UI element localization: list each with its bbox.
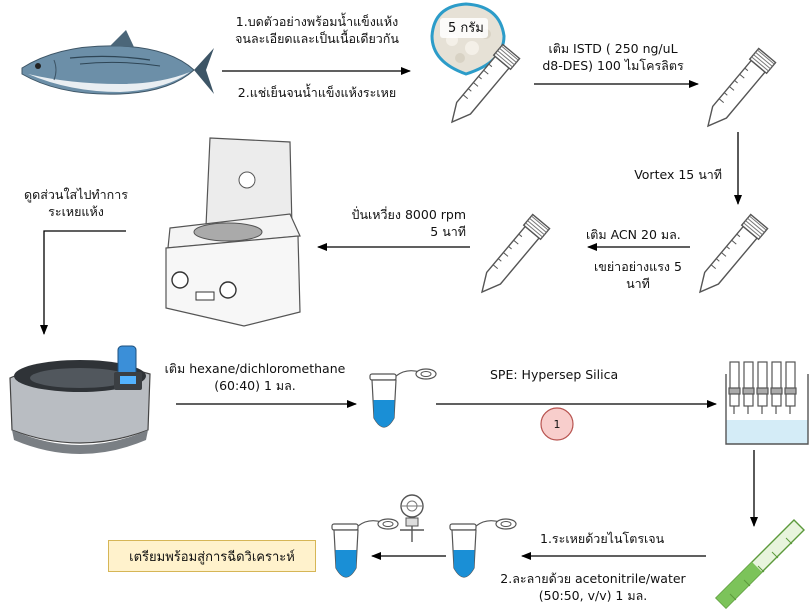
step-centrifuge-label: ปั่นเหวี่ยง 8000 rpm 5 นาที — [316, 206, 466, 240]
step-transfer-line2: ระเหยแห้ง — [48, 204, 104, 219]
step-shake-label: เขย่าอย่างแรง 5 นาที — [586, 258, 690, 292]
step-shake-line1: เขย่าอย่างแรง 5 — [594, 259, 682, 274]
step-freeze-label: 2.แช่เย็นจนน้ำแข็งแห้งระเหย — [237, 85, 397, 100]
step-istd-label: เติม ISTD ( 250 ng/uL d8-DES) 100 ไมโครล… — [528, 40, 698, 74]
step-centrifuge-line1: ปั่นเหวี่ยง 8000 rpm — [351, 207, 466, 222]
step-solvent-label: เติม hexane/dichloromethane (60:40) 1 มล… — [150, 360, 360, 394]
step-evaporate-label: 1.ระเหยด้วยไนโตรเจน — [540, 531, 665, 546]
step-centrifuge-line2: 5 นาที — [430, 224, 466, 239]
spe-manifold-icon — [725, 361, 809, 445]
step-homogenize-line1: 1.บดตัวอย่างพร้อมน้ำแข็งแห้ง — [235, 14, 399, 29]
conical-tube-icon — [690, 213, 769, 300]
step-solvent-line1: เติม hexane/dichloromethane — [164, 361, 346, 376]
step-transfer-line1: ดูดส่วนใสไปทำการ — [24, 187, 128, 202]
step-acn-label: เติม ACN 20 มล. — [586, 227, 681, 242]
evaporator-icon — [9, 345, 151, 454]
step-marker — [540, 407, 574, 441]
step-spe-label: SPE: Hypersep Silica — [490, 367, 619, 382]
step-istd-line1: เติม ISTD ( 250 ng/uL — [548, 41, 678, 56]
conical-tube-icon — [472, 213, 551, 300]
centrifuge-icon — [165, 137, 301, 327]
step-dissolve-line2: (50:50, v/v) 1 มล. — [538, 588, 648, 603]
fish-icon — [21, 30, 214, 95]
final-step-label: เตรียมพร้อมสู่การฉีดวิเคราะห์ — [129, 549, 295, 565]
step-vortex-label: Vortex 15 นาที — [634, 167, 722, 182]
step-dissolve-label: 2.ละลายด้วย acetonitrile/water (50:50, v… — [480, 570, 706, 604]
step-shake-line2: นาที — [626, 276, 650, 291]
eppendorf-tube-icon — [331, 518, 399, 578]
ground-sample-icon — [430, 2, 506, 76]
syringe-filter-icon — [400, 494, 424, 542]
step-solvent-line2: (60:40) 1 มล. — [214, 378, 296, 393]
step-transfer-label: ดูดส่วนใสไปทำการ ระเหยแห้ง — [6, 186, 146, 220]
conical-tube-icon — [698, 47, 777, 134]
step-istd-line2: d8-DES) 100 ไมโครลิตร — [542, 58, 684, 73]
eppendorf-tube-icon — [369, 368, 437, 428]
pipette-icon — [715, 519, 805, 609]
final-step-box: เตรียมพร้อมสู่การฉีดวิเคราะห์ — [108, 540, 316, 572]
eppendorf-tube-icon — [449, 518, 517, 578]
step-homogenize-line2: จนละเอียดและเป็นเนื้อเดียวกัน — [235, 31, 399, 46]
sample-weight-label: 5 กรัม — [448, 21, 484, 36]
arrow-centrifuge-to-evaporator — [40, 230, 126, 335]
step-marker-label: 1 — [553, 418, 561, 431]
step-homogenize-label: 1.บดตัวอย่างพร้อมน้ำแข็งแห้ง จนละเอียดแล… — [218, 13, 416, 47]
step-dissolve-line1: 2.ละลายด้วย acetonitrile/water — [500, 571, 686, 586]
